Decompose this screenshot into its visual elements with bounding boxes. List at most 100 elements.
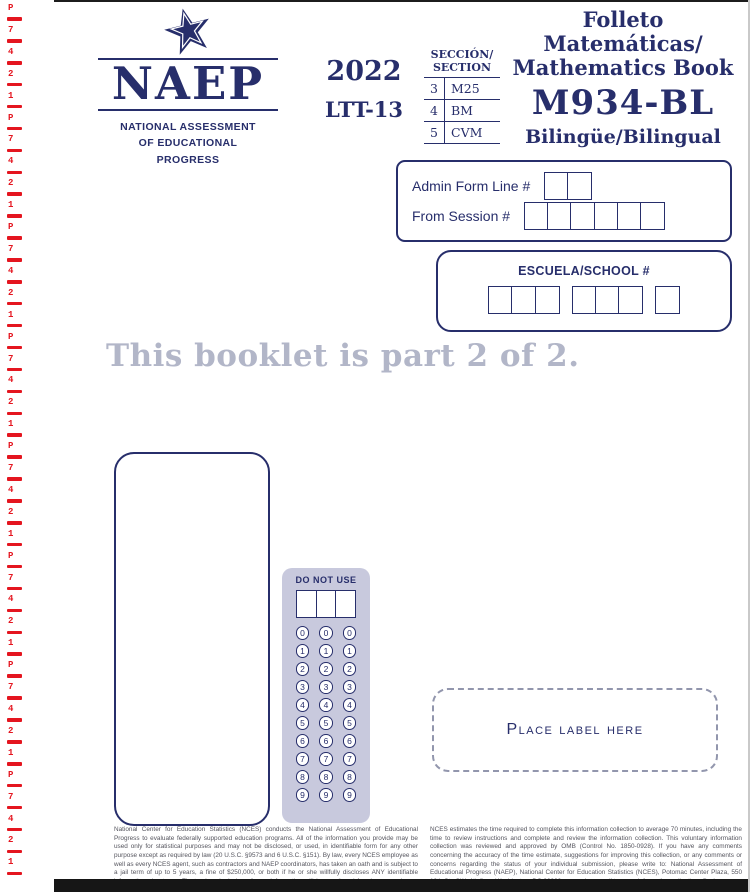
edge-mark-letter: P (8, 550, 14, 561)
digit-bubble[interactable]: 8 (319, 770, 333, 784)
edge-mark-letter: 7 (8, 24, 14, 35)
edge-mark-dash (7, 652, 22, 656)
place-label-area[interactable]: Place label here (432, 688, 718, 772)
edge-mark-dash (7, 323, 22, 328)
school-number-cell[interactable] (594, 286, 620, 314)
session-number-cell[interactable] (593, 202, 619, 230)
edge-mark-dash (7, 258, 22, 262)
place-label-text: Place label here (506, 721, 644, 738)
digit-bubble[interactable]: 2 (295, 662, 310, 676)
digit-bubble[interactable]: 0 (342, 626, 357, 640)
digit-bubble[interactable]: 2 (319, 662, 333, 676)
edge-mark-letter: 7 (8, 572, 14, 583)
edge-mark-letter: 4 (8, 156, 14, 167)
school-cell-group (488, 286, 560, 314)
dnu-write-cell[interactable] (296, 590, 317, 618)
edge-mark-dash (7, 805, 22, 810)
assessment-year: 2022 (326, 56, 402, 87)
edge-mark-dash (7, 871, 22, 876)
edge-mark-letter: 2 (8, 506, 14, 517)
dnu-write-cell[interactable] (315, 590, 337, 618)
digit-bubble[interactable]: 5 (295, 716, 310, 730)
admin-form-cell[interactable] (544, 172, 570, 200)
digit-bubble[interactable]: 8 (295, 770, 310, 784)
edge-mark-dash (7, 345, 22, 350)
digit-bubble[interactable]: 7 (342, 752, 357, 766)
edge-mark-letter: P (8, 112, 14, 123)
digit-bubble[interactable]: 4 (342, 698, 357, 712)
edge-mark-dash (7, 455, 22, 459)
edge-mark-dash (7, 827, 22, 832)
naep-wordmark: NAEP (98, 58, 278, 111)
digit-bubble[interactable]: 7 (295, 752, 310, 766)
edge-mark-dash (7, 126, 22, 131)
section-header-line-2: SECTION (432, 61, 492, 75)
edge-mark-letter: 1 (8, 857, 14, 868)
digit-bubble[interactable]: 4 (319, 698, 333, 712)
page-right-edge (748, 0, 750, 892)
edge-mark-dash (7, 61, 22, 65)
session-number-cell[interactable] (616, 202, 642, 230)
digit-bubble[interactable]: 4 (295, 698, 310, 712)
digit-bubble[interactable]: 7 (319, 752, 333, 766)
session-number-cell[interactable] (570, 202, 596, 230)
digit-bubble[interactable]: 3 (319, 680, 333, 694)
digit-bubble[interactable]: 9 (342, 788, 357, 802)
digit-bubble[interactable]: 1 (342, 644, 357, 658)
do-not-use-label: DO NOT USE (295, 575, 357, 585)
admin-form-cell[interactable] (567, 172, 593, 200)
digit-bubble[interactable]: 3 (295, 680, 310, 694)
edge-mark-dash (7, 740, 22, 744)
edge-mark-letter: 4 (8, 375, 14, 386)
digit-bubble[interactable]: 9 (319, 788, 333, 802)
edge-mark-dash (7, 39, 22, 43)
edge-mark-dash (7, 586, 22, 591)
school-number-cell[interactable] (511, 286, 537, 314)
edge-mark-letter: 1 (8, 747, 14, 758)
edge-mark-letter: P (8, 769, 14, 780)
section-table-header: SECCIÓN/ SECTION (424, 48, 500, 79)
school-cell-group (654, 286, 680, 314)
section-row: 3 M25 (424, 78, 500, 101)
section-code: BM (451, 103, 473, 119)
edge-mark-dash (7, 367, 22, 372)
section-table: SECCIÓN/ SECTION 3 M25 4 BM 5 CVM (424, 48, 500, 145)
session-number-cell[interactable] (524, 202, 550, 230)
burden-notice-text: NCES estimates the time required to comp… (430, 826, 742, 885)
school-number-label: ESCUELA/SCHOOL # (518, 264, 650, 278)
edge-mark-dash (7, 499, 22, 503)
digit-bubble[interactable]: 3 (342, 680, 357, 694)
session-number-cell[interactable] (640, 202, 666, 230)
dnu-write-cell[interactable] (335, 590, 356, 618)
school-number-cell[interactable] (654, 286, 680, 314)
digit-bubble[interactable]: 8 (342, 770, 357, 784)
digit-bubble[interactable]: 0 (295, 626, 310, 640)
digit-bubble[interactable]: 5 (342, 716, 357, 730)
edge-mark-letter: 2 (8, 835, 14, 846)
edge-mark-letter: 1 (8, 309, 14, 320)
digit-bubble[interactable]: 1 (319, 644, 333, 658)
edge-mark-dash (7, 542, 22, 547)
school-number-cell[interactable] (617, 286, 643, 314)
school-number-cell[interactable] (534, 286, 560, 314)
blank-left-box (114, 452, 270, 826)
edge-mark-dash (7, 192, 22, 196)
digit-bubble[interactable]: 0 (319, 626, 333, 640)
digit-bubble[interactable]: 1 (295, 644, 310, 658)
edge-mark-dash (7, 630, 22, 635)
digit-bubble[interactable]: 6 (319, 734, 333, 748)
school-number-cell[interactable] (488, 286, 514, 314)
digit-bubble[interactable]: 5 (319, 716, 333, 730)
page-top-edge (54, 0, 750, 2)
digit-bubble[interactable]: 6 (342, 734, 357, 748)
digit-bubble[interactable]: 2 (342, 662, 357, 676)
digit-bubble[interactable]: 9 (295, 788, 310, 802)
digit-bubble[interactable]: 6 (295, 734, 310, 748)
school-number-cell[interactable] (571, 286, 597, 314)
session-number-cell[interactable] (547, 202, 573, 230)
